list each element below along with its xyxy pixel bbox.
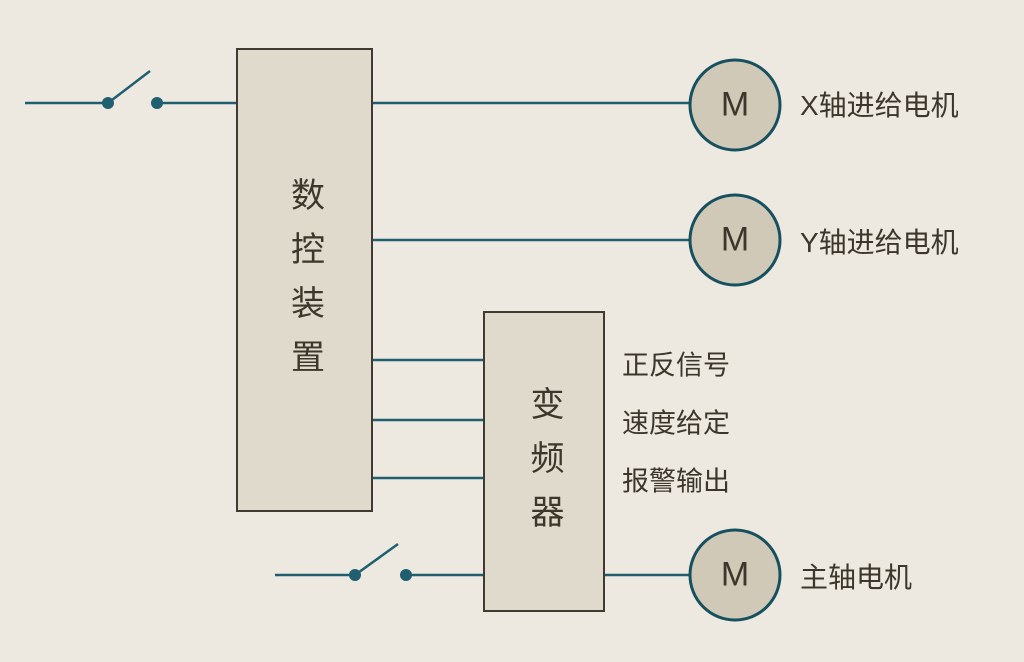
motor-spindle-symbol: M: [720, 555, 750, 594]
switch1-contact-right: [151, 97, 163, 109]
inverter-box: 变频器: [483, 311, 605, 612]
switch1-blade: [107, 70, 151, 104]
motor-x-symbol: M: [720, 85, 750, 124]
switch2-blade: [354, 542, 399, 577]
switch1-contact-left: [102, 97, 114, 109]
signal-label-alarm: 报警输出: [622, 466, 730, 497]
cnc-device-box: 数控装置: [236, 48, 373, 512]
motor-y-label: Y轴进给电机: [800, 227, 959, 258]
motor-x-label: X轴进给电机: [800, 90, 959, 121]
motor-x-circle: [688, 58, 782, 152]
switch2-contact-left: [349, 569, 361, 581]
signal-label-speed: 速度给定: [622, 408, 730, 439]
switch2-contact-right: [400, 569, 412, 581]
motor-spindle-circle: [688, 528, 782, 622]
cnc-device-label: 数控装置: [285, 177, 324, 393]
motor-y-circle: [688, 193, 782, 287]
signal-label-forward-reverse: 正反信号: [622, 350, 730, 381]
motor-spindle-label: 主轴电机: [800, 562, 913, 593]
inverter-label: 变频器: [525, 385, 563, 548]
motor-y-symbol: M: [720, 220, 750, 259]
